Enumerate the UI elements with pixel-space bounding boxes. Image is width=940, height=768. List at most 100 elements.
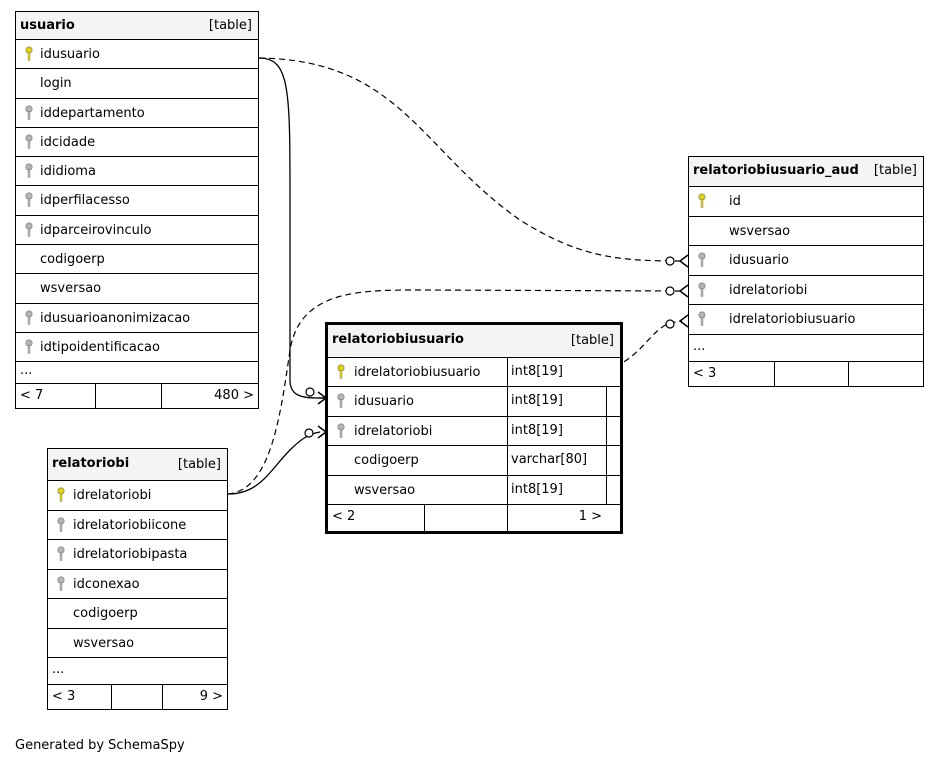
foreign-key-icon <box>24 192 34 208</box>
column-row[interactable]: codigoerp <box>48 599 227 629</box>
primary-key-icon <box>336 364 346 380</box>
table-kind: [table] <box>873 163 917 178</box>
foreign-key-icon <box>24 134 34 150</box>
column-name: wsversao <box>73 635 135 651</box>
table-relatoriobiusuario[interactable]: relatoriobiusuario [table] idrelatoriobi… <box>325 322 623 534</box>
table-header: relatoriobi [table] <box>48 449 227 481</box>
foreign-key-icon <box>24 222 34 238</box>
column-name: idrelatoriobi <box>354 423 433 439</box>
foreign-key-icon <box>56 546 66 562</box>
column-row[interactable]: iddepartamento <box>16 99 258 128</box>
more-columns: ... <box>16 362 258 385</box>
column-row[interactable]: idrelatoriobiusuario <box>689 305 923 335</box>
rel-usuario-relatoriobiusuario <box>258 57 319 399</box>
generated-by-label: Generated by SchemaSpy <box>15 738 185 753</box>
rel-crowsfoot-circle <box>305 387 315 397</box>
column-type: varchar[80] <box>507 446 607 475</box>
column-row[interactable]: ididioma <box>16 157 258 187</box>
column-row[interactable]: idusuario <box>16 40 258 70</box>
column-row[interactable]: id <box>689 187 923 217</box>
column-row[interactable]: idrelatoriobi <box>48 481 227 511</box>
column-row[interactable]: idparceirovinculo <box>16 216 258 246</box>
rel-crowsfoot-circle <box>665 319 675 329</box>
foreign-key-icon <box>24 105 34 121</box>
table-name: relatoriobiusuario_aud <box>693 163 859 178</box>
column-row[interactable]: idcidade <box>16 128 258 158</box>
footer-children[interactable]: 480 > <box>214 388 254 404</box>
table-header: relatoriobiusuario [table] <box>328 325 620 358</box>
column-name: wsversao <box>729 223 791 239</box>
column-name: id <box>729 194 741 209</box>
column-row[interactable]: idusuario <box>689 246 923 276</box>
footer-parents[interactable]: < 2 <box>332 508 356 524</box>
table-header: relatoriobiusuario_aud [table] <box>689 157 923 187</box>
column-name: idusuario <box>729 253 789 268</box>
rel-crowsfoot-circle <box>304 428 314 438</box>
column-name: idrelatoriobiusuario <box>354 365 481 380</box>
column-name: codigoerp <box>40 252 105 268</box>
footer-children[interactable]: 1 > <box>578 508 602 524</box>
foreign-key-icon <box>56 575 66 592</box>
primary-key-icon <box>56 487 66 503</box>
column-name: idusuario <box>40 47 100 62</box>
column-name: wsversao <box>40 281 102 297</box>
column-type: int8[19] <box>507 475 607 504</box>
column-name: idtipoidentificacao <box>40 339 160 355</box>
column-row[interactable]: wsversao <box>16 274 258 304</box>
foreign-key-icon <box>336 393 346 409</box>
table-name: usuario <box>20 18 75 33</box>
column-row[interactable]: codigoerp varchar[80] <box>328 446 620 476</box>
column-row[interactable]: idrelatoriobiusuario int8[19] <box>328 358 620 388</box>
footer-parents[interactable]: < 3 <box>693 365 717 381</box>
column-row[interactable]: idusuarioanonimizacao <box>16 304 258 333</box>
table-usuario[interactable]: usuario [table] idusuario login iddepartam… <box>15 11 259 410</box>
column-row[interactable]: idrelatoriobi <box>689 276 923 305</box>
foreign-key-icon <box>24 310 34 326</box>
footer-children[interactable]: 9 > <box>199 689 223 704</box>
rel-crowsfoot <box>678 314 689 328</box>
rel-relatoriobi-aud <box>227 289 681 495</box>
rel-crowsfoot <box>317 425 327 439</box>
rel-crowsfoot <box>678 284 689 298</box>
column-name: idrelatoriobi <box>73 488 152 503</box>
column-row[interactable]: idrelatoriobiicone <box>48 511 227 540</box>
column-type: int8[19] <box>507 416 607 446</box>
foreign-key-icon <box>336 423 346 439</box>
table-name: relatoriobiusuario <box>332 332 464 347</box>
column-name: idusuario <box>354 394 414 410</box>
table-footer: < 3 <box>689 361 923 386</box>
column-name: login <box>40 76 72 92</box>
foreign-key-icon <box>24 163 34 179</box>
column-name: codigoerp <box>73 606 138 621</box>
foreign-key-icon <box>697 311 707 327</box>
rel-crowsfoot-circle <box>665 286 675 296</box>
column-name: codigoerp <box>354 453 419 469</box>
table-footer: < 3 9 > <box>48 685 227 709</box>
column-name: idrelatoriobipasta <box>73 547 188 562</box>
table-relatoriobiusuario-aud[interactable]: relatoriobiusuario_aud [table] id wsversa… <box>688 156 924 387</box>
column-row[interactable]: wsversao <box>48 629 227 658</box>
column-row[interactable]: idperfilacesso <box>16 186 258 216</box>
column-name: idrelatoriobiusuario <box>729 312 856 327</box>
footer-parents[interactable]: < 3 <box>52 689 76 704</box>
column-row[interactable]: codigoerp <box>16 245 258 275</box>
table-header: usuario [table] <box>16 12 258 40</box>
column-row[interactable]: idrelatoriobi int8[19] <box>328 416 620 447</box>
table-relatoriobi[interactable]: relatoriobi [table] idrelatoriobi idrelat… <box>47 448 228 710</box>
column-name: iddepartamento <box>40 105 145 121</box>
column-row[interactable]: idtipoidentificacao <box>16 333 258 363</box>
foreign-key-icon <box>56 516 66 533</box>
rel-crowsfoot <box>678 254 689 268</box>
footer-parents[interactable]: < 7 <box>20 388 44 404</box>
column-row[interactable]: login <box>16 69 258 99</box>
column-row[interactable]: idrelatoriobipasta <box>48 540 227 570</box>
table-name: relatoriobi <box>52 456 130 471</box>
column-name: idusuarioanonimizacao <box>40 310 191 326</box>
column-row[interactable]: wsversao <box>689 217 923 246</box>
rel-usuario-aud <box>258 57 681 262</box>
column-type: int8[19] <box>507 358 607 387</box>
column-row[interactable]: idconexao <box>48 570 227 599</box>
